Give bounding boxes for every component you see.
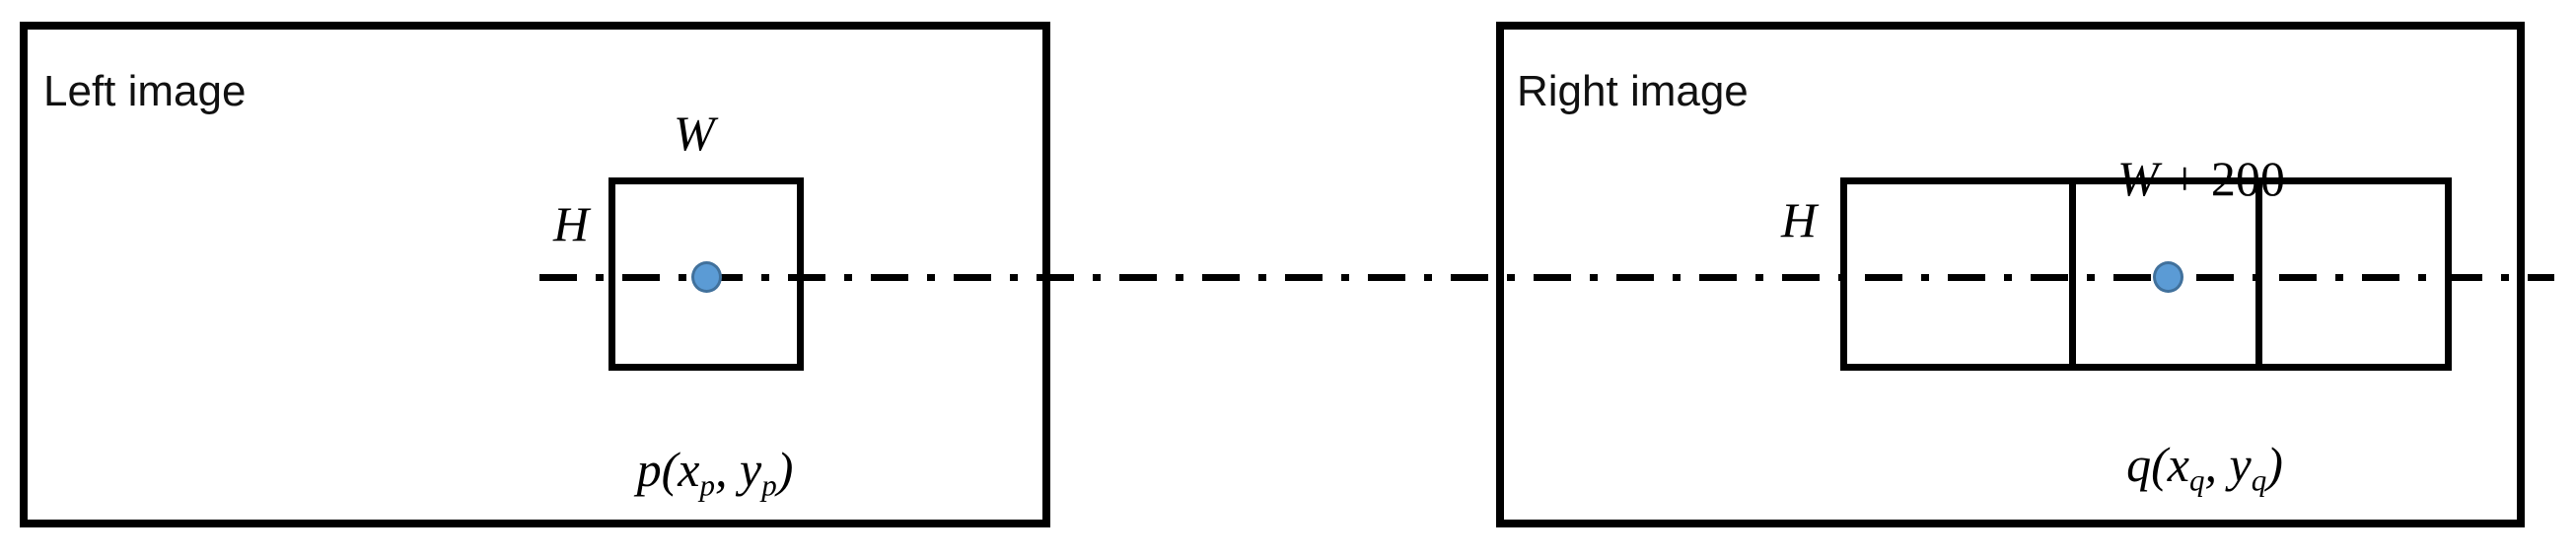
template-height-label: H — [553, 196, 590, 251]
q-label-suffix: ) — [2266, 437, 2283, 492]
q-label-sub2: q — [2251, 462, 2267, 498]
right-image-title: Right image — [1517, 67, 1749, 115]
left-image-frame — [20, 22, 1050, 527]
p-label-prefix: p(x — [636, 442, 700, 497]
epipolar-dash-dot-line — [539, 274, 2554, 281]
p-label-sub1: p — [699, 467, 715, 503]
search-strip-width-label: W + 200 — [2068, 105, 2285, 252]
template-width-label: W — [674, 105, 715, 161]
q-label-middle: , y — [2204, 437, 2252, 492]
search-strip-height-label: H — [1781, 192, 1818, 247]
point-p-label: p(xp, yp) — [572, 395, 809, 543]
p-label-middle: , y — [714, 442, 762, 497]
point-q-label: q(xq, yq) — [2059, 390, 2301, 538]
q-label-sub1: q — [2188, 462, 2205, 498]
template-window-rect — [608, 177, 804, 371]
p-label-suffix: ) — [776, 442, 794, 497]
search-strip-rect — [1840, 177, 2452, 371]
q-label-prefix: q(x — [2126, 437, 2189, 492]
p-label-sub2: p — [761, 467, 777, 503]
w200-var: W — [2117, 151, 2159, 206]
left-image-title: Left image — [43, 67, 247, 115]
w200-rest: + 200 — [2158, 151, 2285, 206]
point-q-marker — [2153, 261, 2183, 293]
search-strip-divider-2 — [2255, 177, 2262, 371]
point-p-marker — [691, 261, 722, 293]
right-image-frame — [1496, 22, 2525, 527]
search-strip-divider-1 — [2069, 177, 2076, 371]
